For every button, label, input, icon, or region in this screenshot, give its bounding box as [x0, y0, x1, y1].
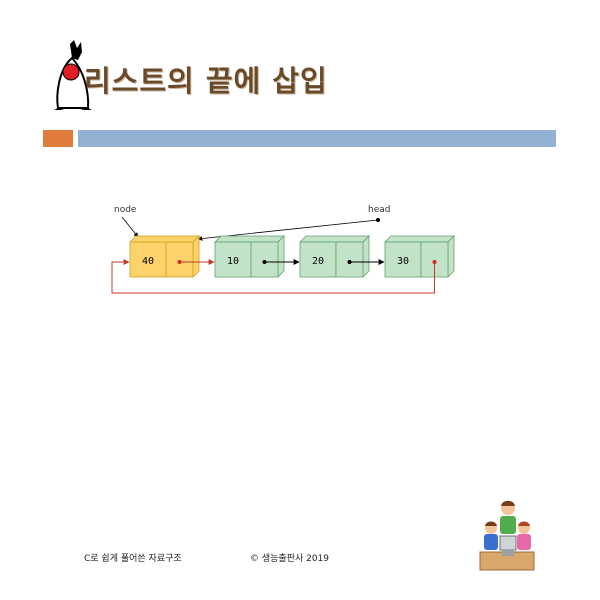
header-bar [78, 130, 556, 147]
new-node-top-face [129, 235, 200, 243]
list-node-data-field [214, 241, 252, 278]
node-pointer-arrow [121, 216, 139, 238]
list-node-value: 30 [397, 256, 409, 267]
new-node-link-field [165, 241, 194, 278]
list-node-value: 20 [312, 256, 324, 267]
footer-book-title: C로 쉽게 풀어쓴 자료구조 [84, 554, 182, 564]
list-node-link-field [335, 241, 364, 278]
linked-list-diagram: node head 40 10 20 [111, 205, 455, 294]
list-node-link-dot [262, 260, 267, 264]
list-node-20: 20 [299, 235, 370, 278]
list-node-side-face [362, 235, 370, 278]
new-node-side-face [192, 235, 200, 278]
duke-mascot-icon [54, 40, 92, 110]
list-node-top-face [214, 235, 285, 243]
list-node-top-face [299, 235, 370, 243]
list-node-link-dot [347, 260, 352, 264]
header-accent-bar [43, 130, 73, 147]
new-node-value: 40 [142, 256, 154, 267]
list-node-data-field [299, 241, 337, 278]
list-node-30: 30 [384, 235, 455, 278]
list-node-value: 10 [227, 256, 239, 267]
new-node-40: 40 [129, 235, 200, 278]
tail-to-new-node-link [111, 259, 435, 294]
list-node-link-field [250, 241, 279, 278]
list-node-data-field [384, 241, 422, 278]
list-node-top-face [384, 235, 455, 243]
new-node-link-dot [177, 260, 182, 264]
head-pointer-label: head [368, 205, 390, 215]
tail-link-dot [432, 260, 437, 264]
slide-title: 리스트의 끝에 삽입 [84, 64, 328, 98]
list-node-side-face [447, 235, 455, 278]
footer-copyright: © 생능출판사 2019 [250, 554, 330, 564]
node-pointer-label: node [114, 205, 137, 215]
list-node-side-face [277, 235, 285, 278]
children-at-computer-clipart [479, 500, 535, 571]
list-node-10: 10 [214, 235, 285, 278]
